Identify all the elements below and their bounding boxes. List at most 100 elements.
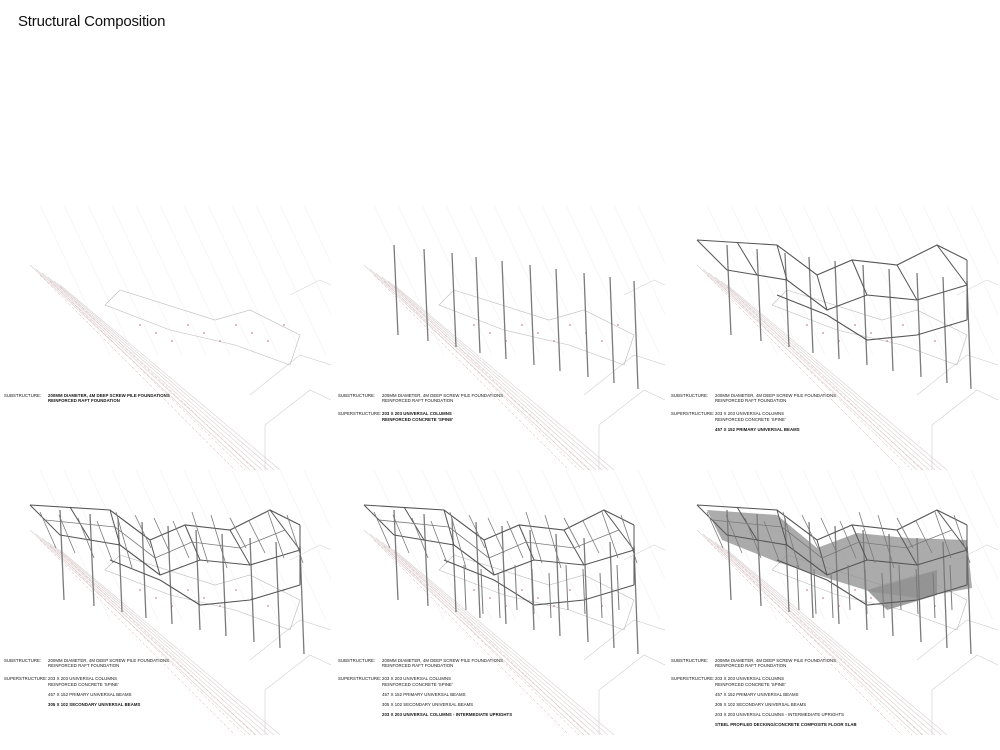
portal-frame: [563, 529, 585, 566]
column: [756, 248, 762, 342]
stage-panel-4: SUBSTRUCTURE:200mm DIAMETER, 4m DEEP SCR…: [0, 470, 331, 735]
legend-value: 200mm DIAMETER, 4m DEEP SCREW PILE FOUND…: [715, 393, 837, 398]
pile-marker: [187, 324, 189, 326]
column: [784, 517, 790, 613]
legend-value: 200mm DIAMETER, 4m DEEP SCREW PILE FOUND…: [715, 658, 837, 663]
column: [451, 252, 457, 348]
pile-marker: [187, 589, 189, 591]
column: [393, 509, 399, 601]
pile-marker: [235, 324, 237, 326]
legend-value: REINFORCED RAFT FOUNDATION: [48, 663, 120, 669]
column: [916, 272, 922, 378]
column: [141, 521, 147, 619]
portal-frame: [816, 274, 828, 311]
column: [475, 256, 481, 354]
legend-label: SUBSTRUCTURE:: [671, 658, 709, 663]
column: [966, 545, 972, 655]
axonometric-drawing: [363, 205, 665, 470]
pile-marker: [267, 340, 269, 342]
pile-marker: [886, 340, 888, 342]
legend-label: SUBSTRUCTURE:: [338, 658, 376, 663]
column: [916, 537, 922, 643]
legend-value: REINFORCED RAFT FOUNDATION: [715, 663, 787, 669]
portal-frame: [696, 239, 728, 271]
legend-value: REINFORCED RAFT FOUNDATION: [382, 398, 454, 404]
universal-columns: [726, 509, 972, 655]
pile-marker: [267, 605, 269, 607]
portal-frame: [229, 529, 251, 566]
legend-value: 200mm DIAMETER, 4m DEEP SCREW PILE FOUND…: [382, 393, 504, 398]
pile-marker: [489, 597, 491, 599]
legend-label: SUPERSTRUCTURE:: [4, 676, 48, 682]
legend-value: REINFORCED RAFT FOUNDATION: [382, 663, 454, 669]
universal-columns: [393, 244, 639, 390]
legend-value: REINFORCED CONCRETE 'SPINE': [715, 416, 786, 422]
axonometric-drawing: [29, 470, 331, 735]
pile-marker: [473, 324, 475, 326]
column: [501, 260, 507, 360]
legend-value: 203 X 203 UNIVERSAL COLUMNS: [48, 676, 118, 682]
portal-frame: [776, 244, 788, 281]
legend-value: 457 X 152 PRIMARY UNIVERSAL BEAMS: [48, 691, 132, 697]
legend-label: SUBSTRUCTURE:: [4, 393, 42, 398]
legend-value: REINFORCED CONCRETE 'SPINE': [715, 681, 786, 687]
column: [555, 268, 561, 372]
column: [299, 545, 305, 655]
pile-marker: [283, 324, 285, 326]
intermediate-uprights: [463, 564, 620, 619]
primary-beams: [696, 239, 968, 341]
pile-marker: [489, 332, 491, 334]
column: [808, 256, 814, 354]
column: [501, 525, 507, 625]
pile-marker: [870, 332, 872, 334]
pile-marker: [139, 324, 141, 326]
column: [89, 513, 95, 607]
stage-panel-5: SUBSTRUCTURE:200mm DIAMETER, 4m DEEP SCR…: [334, 470, 665, 735]
pile-marker: [171, 340, 173, 342]
column: [834, 260, 840, 360]
legend-value: 203 X 203 UNIVERSAL COLUMNS - INTERMEDIA…: [382, 712, 513, 718]
legend-value: REINFORCED CONCRETE 'SPINE': [382, 416, 454, 422]
column: [583, 537, 589, 643]
legend-label: SUPERSTRUCTURE:: [671, 411, 715, 417]
legend-value: 203 X 203 UNIVERSAL COLUMNS: [382, 411, 452, 417]
column: [475, 521, 481, 619]
intermediate-uprights: [796, 564, 953, 619]
column: [609, 541, 615, 649]
legend-value: 457 X 152 PRIMARY UNIVERSAL BEAMS: [715, 691, 799, 697]
pile-marker: [822, 332, 824, 334]
column: [423, 248, 429, 342]
portal-frame: [936, 244, 968, 286]
pile-marker: [139, 589, 141, 591]
portal-frame: [896, 529, 918, 566]
column: [888, 533, 894, 637]
legend-label: SUBSTRUCTURE:: [4, 658, 42, 663]
pile-marker: [617, 324, 619, 326]
legend-value: 305 X 102 SECONDARY UNIVERSAL BEAMS: [382, 702, 474, 707]
column: [942, 541, 948, 649]
legend-value: STEEL PROFILED DECKING/CONCRETE COMPOSIT…: [715, 722, 857, 728]
legend-value: REINFORCED CONCRETE 'SPINE': [48, 681, 119, 687]
legend-value: 203 X 203 UNIVERSAL COLUMNS: [382, 676, 452, 682]
legend-label: SUBSTRUCTURE:: [671, 393, 709, 398]
universal-columns: [59, 509, 305, 655]
secondary-beams: [39, 511, 304, 569]
legend-value: 203 X 203 UNIVERSAL COLUMNS: [715, 676, 785, 682]
legend-value: 457 X 152 PRIMARY UNIVERSAL BEAMS: [715, 426, 800, 432]
legend-value: 305 X 102 SECONDARY UNIVERSAL BEAMS: [48, 702, 141, 707]
pile-marker: [155, 597, 157, 599]
legend-value: REINFORCED RAFT FOUNDATION: [715, 398, 787, 404]
universal-columns: [393, 509, 639, 655]
pile-marker: [251, 332, 253, 334]
legend-label: SUBSTRUCTURE:: [338, 393, 376, 398]
portal-frame: [851, 259, 868, 296]
page-title: Structural Composition: [18, 13, 166, 30]
pile-marker: [870, 597, 872, 599]
stage-panel-6: SUBSTRUCTURE: 200mm DIAMETER, 4m DEEP SCR…: [667, 470, 998, 735]
pile-marker: [806, 324, 808, 326]
column: [784, 252, 790, 348]
column: [609, 276, 615, 384]
site-context: [29, 205, 331, 470]
pile-marker: [934, 340, 936, 342]
column: [726, 244, 732, 336]
